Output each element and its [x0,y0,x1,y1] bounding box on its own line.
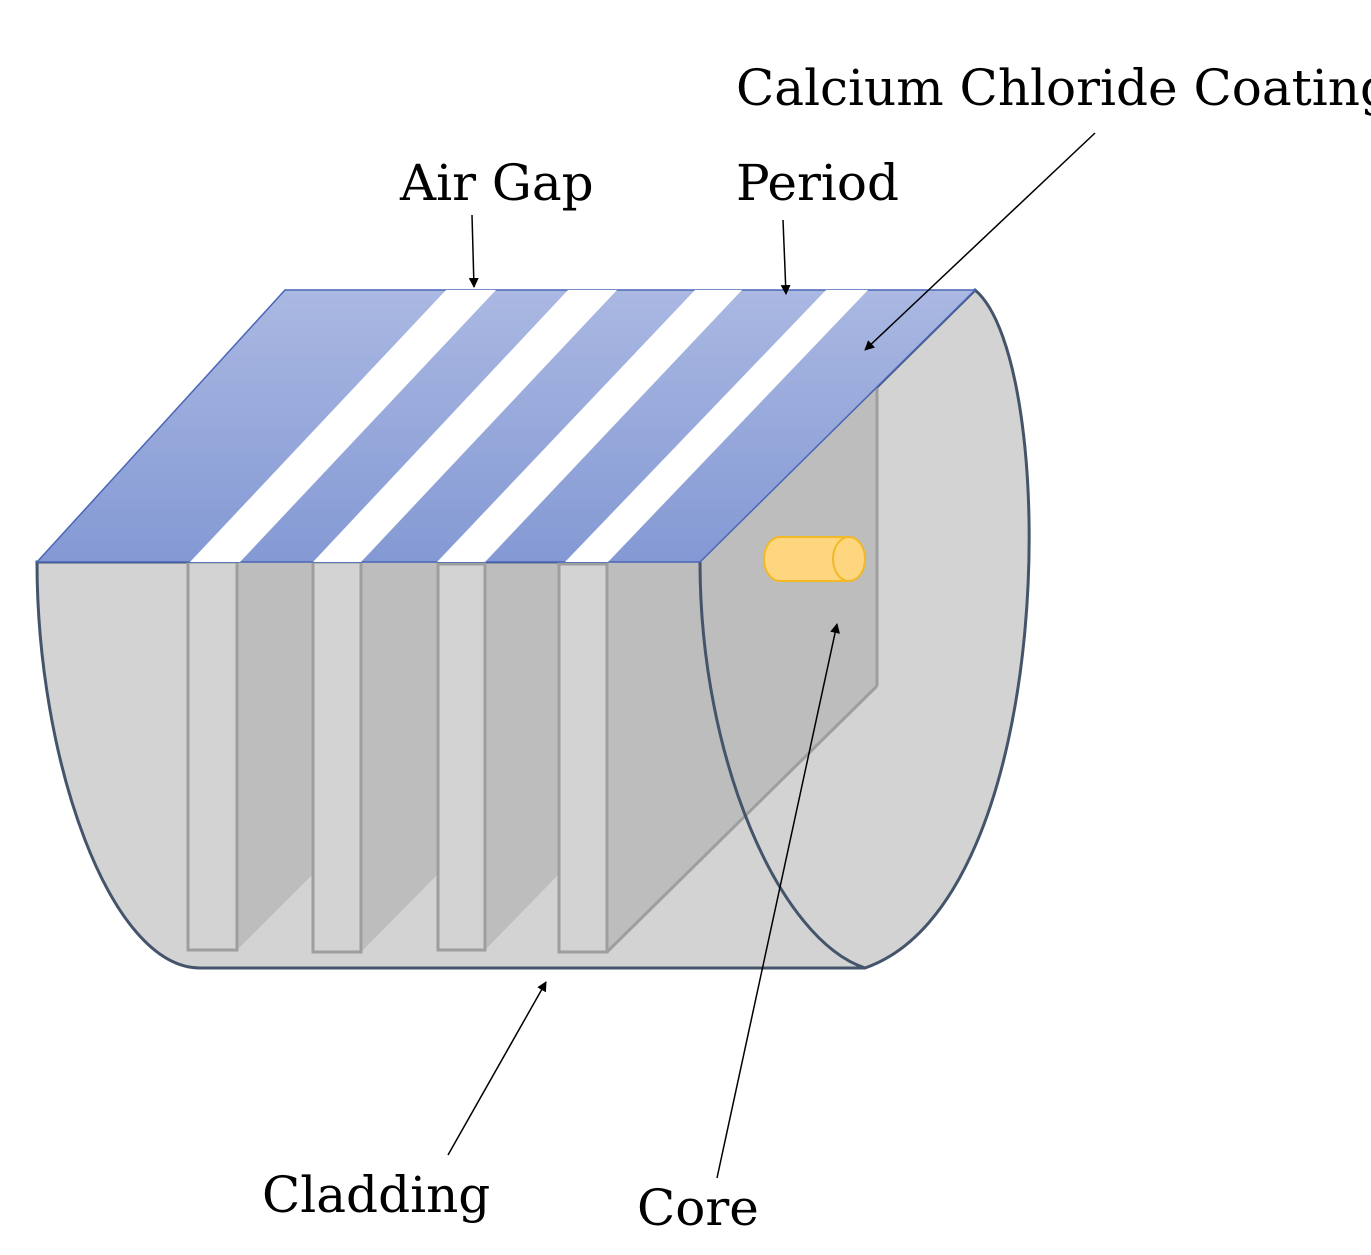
groove-1 [186,560,313,952]
core-arrow [716,623,840,1179]
air-gap-arrow [468,214,479,288]
groove-4 [557,562,609,954]
core-cylinder [763,536,866,582]
air-gap-stripe-4 [565,290,868,562]
groove-2 [311,560,438,954]
air-gap-stripe-3 [437,290,742,562]
air-gap-label: Air Gap [399,154,594,212]
core-label: Core [637,1179,759,1237]
air-gap-stripe-1 [190,290,496,562]
coating-label: Calcium Chloride Coating [736,59,1371,117]
inner-wall [607,388,877,952]
groove-3 [436,562,559,952]
period-label: Period [736,154,899,212]
air-gap-stripe-2 [313,290,617,562]
cladding-arrow [447,981,547,1156]
period-arrow [780,219,791,295]
end-cap-edge [698,561,866,970]
cladding-label: Cladding [262,1166,490,1224]
coating-arrow [864,132,1096,351]
